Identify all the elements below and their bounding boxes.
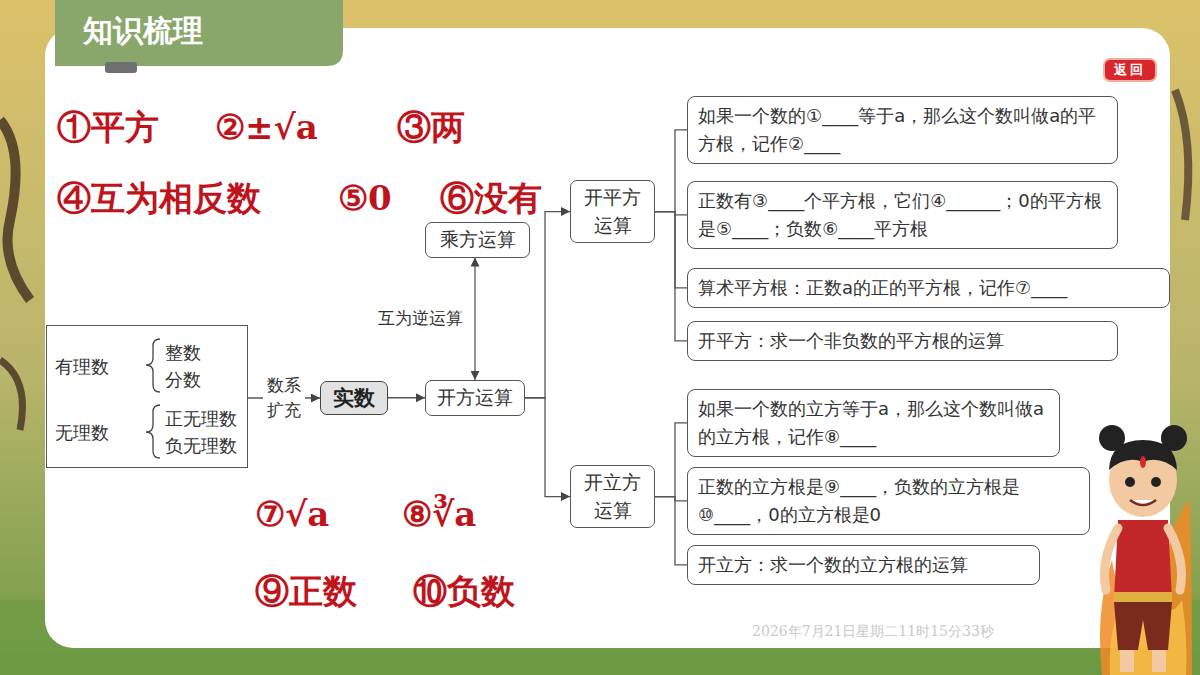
connector xyxy=(525,212,570,398)
definition-box: 开平方：求一个非负数的平方根的运算 xyxy=(687,321,1118,361)
arm xyxy=(1168,528,1182,590)
tab-tag xyxy=(105,62,137,73)
definition-box: 如果一个数的①____等于a，那么这个数叫做a的平方根，记作②____ xyxy=(687,96,1118,164)
tree-branch xyxy=(1175,90,1188,220)
operation-box: 开平方 运算 xyxy=(570,180,655,243)
definition-box: 算术平方根：正数a的正的平方根，记作⑦____ xyxy=(687,268,1170,308)
pants xyxy=(1114,602,1172,650)
connector xyxy=(525,398,570,497)
arm xyxy=(1105,528,1119,590)
connector-label: 互为逆运算 xyxy=(376,306,465,331)
connector xyxy=(655,423,687,497)
connector xyxy=(388,397,425,398)
leg xyxy=(1120,650,1134,672)
connector xyxy=(655,212,687,288)
brace xyxy=(146,339,160,392)
answer-key: ①平方 xyxy=(57,107,159,148)
connector xyxy=(655,130,687,212)
connector xyxy=(655,497,687,565)
definition-text: 如果一个数的立方等于a，那么这个数叫做a的立方根，记作⑧____ xyxy=(698,395,1049,451)
leg xyxy=(1152,650,1166,672)
connector-label: 数系 扩充 xyxy=(263,373,304,422)
belt xyxy=(1114,592,1172,602)
eye xyxy=(1151,477,1161,487)
concept-name: 实数 xyxy=(333,384,375,412)
answer-key: ⑦√a xyxy=(255,494,329,535)
definition-box: 正数的立方根是⑨____，负数的立方根是⑩____，0的立方根是0 xyxy=(687,467,1090,535)
classification-term: 负无理数 xyxy=(165,433,237,459)
classification-term: 有理数 xyxy=(55,354,109,380)
slide-title: 知识梳理 xyxy=(83,11,203,52)
definition-text: 开立方：求一个数的立方根的运算 xyxy=(698,551,1029,579)
timestamp-watermark: 2026年7月21日星期二11时15分33秒 xyxy=(752,623,994,641)
classification-term: 整数 xyxy=(165,340,201,366)
flame xyxy=(1100,500,1192,675)
definition-text: 正数的立方根是⑨____，负数的立方根是⑩____，0的立方根是0 xyxy=(698,473,1079,529)
connector xyxy=(655,497,687,501)
definition-box: 如果一个数的立方等于a，那么这个数叫做a的立方根，记作⑧____ xyxy=(687,389,1060,457)
answer-key: ②±√a xyxy=(215,107,318,148)
classification-term: 无理数 xyxy=(55,420,109,446)
definition-text: 开平方：求一个非负数的平方根的运算 xyxy=(698,327,1107,355)
vest xyxy=(1114,520,1172,600)
answer-key: ⑧∛a xyxy=(402,494,476,535)
tree-branch xyxy=(0,360,23,430)
definition-text: 算术平方根：正数a的正的平方根，记作⑦____ xyxy=(698,274,1159,302)
definition-text: 如果一个数的①____等于a，那么这个数叫做a的平方根，记作②____ xyxy=(698,102,1107,158)
title-tab xyxy=(55,0,343,66)
operation-box: 开方运算 xyxy=(425,380,525,416)
operation-name: 开方运算 xyxy=(434,384,516,412)
operation-name: 乘方运算 xyxy=(434,226,521,254)
operation-name: 开立方 运算 xyxy=(579,469,646,524)
answer-key: ⑥没有 xyxy=(440,178,542,219)
classification-term: 正无理数 xyxy=(165,406,237,432)
answer-key: ⑤0 xyxy=(338,178,392,219)
connector xyxy=(474,258,475,380)
flame xyxy=(1110,599,1187,675)
return-button: 返回 xyxy=(1103,58,1157,82)
concept-box: 实数 xyxy=(320,381,388,415)
answer-key: ④互为相反数 xyxy=(57,178,261,219)
answer-key: ⑨正数 xyxy=(255,571,357,612)
button-label: 返回 xyxy=(1114,61,1146,79)
eye xyxy=(1125,477,1135,487)
operation-box: 开立方 运算 xyxy=(570,465,655,528)
number-classification-box: 有理数 整数分数无理数 正无理数负无理数 xyxy=(46,325,248,468)
classification-term: 分数 xyxy=(165,367,201,393)
tree-branch xyxy=(0,120,30,300)
definition-box: 正数有③____个平方根，它们④______；0的平方根是⑤____；负数⑥__… xyxy=(687,181,1118,249)
hair xyxy=(1109,440,1177,470)
answer-key: ⑩负数 xyxy=(413,571,515,612)
forehead-mark xyxy=(1140,456,1146,468)
operation-box: 乘方运算 xyxy=(425,222,530,258)
brace xyxy=(146,405,160,458)
operation-name: 开平方 运算 xyxy=(579,184,646,239)
connector xyxy=(655,212,687,341)
definition-text: 正数有③____个平方根，它们④______；0的平方根是⑤____；负数⑥__… xyxy=(698,187,1107,243)
content-panel xyxy=(45,28,1170,648)
definition-box: 开立方：求一个数的立方根的运算 xyxy=(687,545,1040,585)
mouth xyxy=(1130,500,1156,505)
character-illustration xyxy=(1099,425,1192,675)
answer-key: ③两 xyxy=(397,107,465,148)
